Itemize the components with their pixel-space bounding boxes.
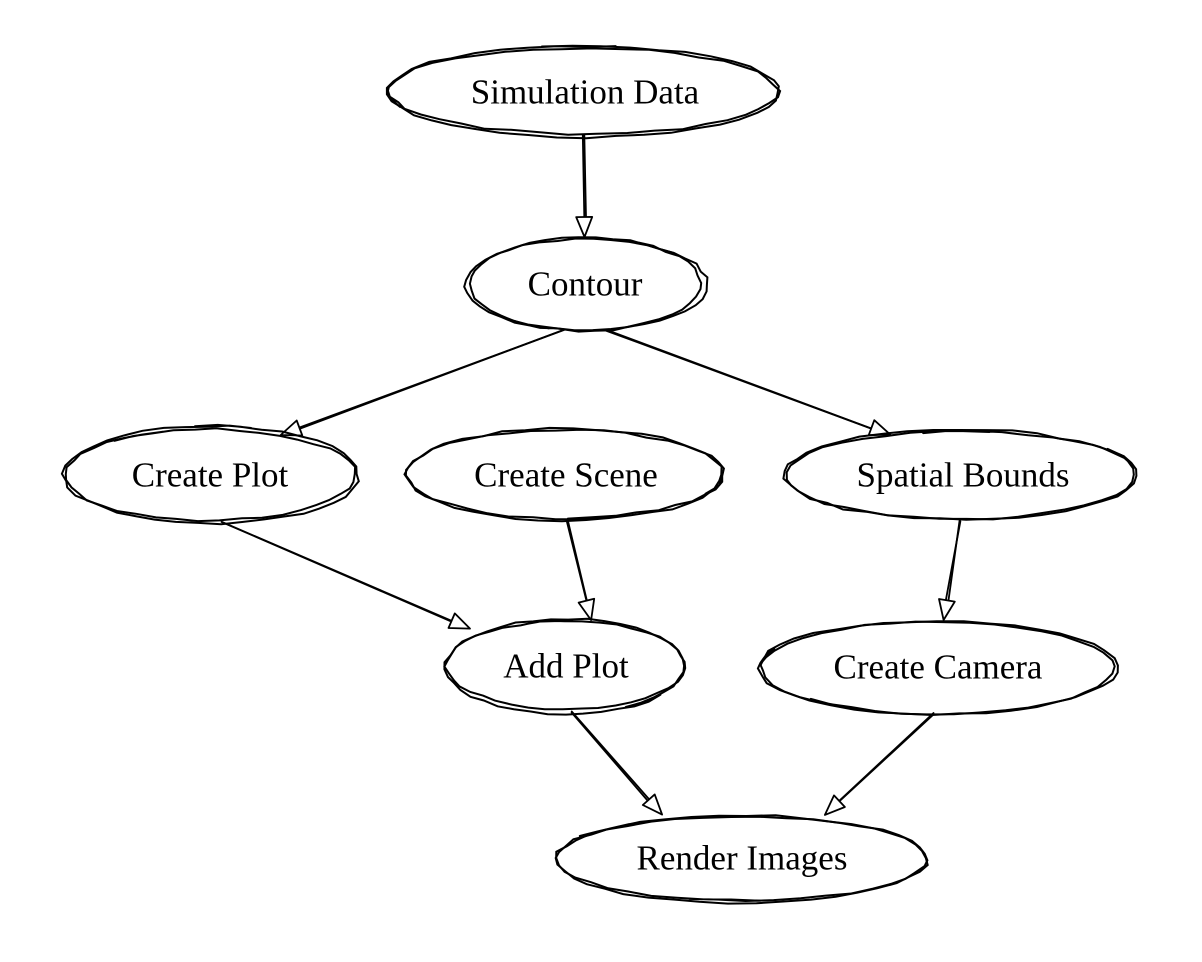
edge-create-scene-to-add-plot [565,518,596,621]
node-outline-stroke [782,429,1135,521]
arrowhead-icon [938,598,956,621]
node-simulation-data-label: Simulation Data [471,73,700,112]
node-outline-stroke [463,237,709,332]
arrowhead-icon [641,793,663,816]
node-add-plot-label: Add Plot [503,647,629,686]
node-outline-stroke [64,427,357,523]
edge-line-stroke [570,711,648,801]
edge-line-stroke [605,329,872,430]
edge-line-stroke [220,521,451,622]
arrowhead-icon [575,216,594,238]
node-render-images: Render Images [554,814,929,905]
node-render-images-label: Render Images [637,839,848,878]
node-create-plot-outline [60,423,360,526]
node-create-camera-label: Create Camera [834,648,1043,687]
edge-line-stroke [300,329,563,430]
node-spatial-bounds: Spatial Bounds [782,429,1138,521]
edges-layer [220,133,962,816]
node-create-camera: Create Camera [756,620,1119,717]
node-create-scene-outline [403,426,725,523]
edge-line-stroke [836,712,935,803]
node-simulation-data: Simulation Data [385,44,782,140]
node-create-camera-outline [756,620,1119,717]
arrowhead-icon [824,794,846,816]
node-add-plot-outline [443,617,687,716]
node-outline-stroke [756,620,1119,717]
arrowhead-icon [577,597,596,621]
node-render-images-outline [554,814,929,905]
node-add-plot: Add Plot [443,617,687,716]
edge-line-stroke [581,134,586,219]
edge-create-camera-to-render-images [824,712,935,816]
node-outline-stroke [386,47,782,136]
node-spatial-bounds-outline [782,429,1138,521]
edge-create-plot-to-add-plot [220,521,471,630]
node-create-plot: Create Plot [60,423,360,526]
edge-line-stroke [570,710,651,801]
edge-add-plot-to-render-images [570,710,663,816]
node-contour: Contour [463,236,709,333]
node-spatial-bounds-label: Spatial Bounds [857,456,1070,495]
node-contour-label: Contour [528,265,643,304]
edge-line-stroke [947,519,961,602]
edge-line-stroke [583,133,587,219]
edge-line-stroke [565,518,588,602]
node-create-scene: Create Scene [403,426,725,523]
edge-simulation-data-to-contour [575,133,594,238]
edge-contour-to-spatial-bounds [605,329,892,437]
edge-spatial-bounds-to-create-camera [938,519,962,621]
node-create-plot-label: Create Plot [132,456,289,495]
arrowhead-icon [447,612,471,630]
node-outline-stroke [554,814,929,905]
node-outline-stroke [385,44,780,140]
node-outline-stroke [403,428,725,521]
node-contour-outline [463,236,709,333]
nodes-layer: Simulation Data Contour Create Plot Crea… [60,44,1138,905]
node-outline-stroke [759,620,1116,716]
node-outline-stroke [443,617,686,716]
node-outline-stroke [60,423,360,526]
edge-contour-to-create-plot [279,329,566,437]
node-create-scene-label: Create Scene [474,456,658,495]
node-simulation-data-outline [385,44,782,140]
